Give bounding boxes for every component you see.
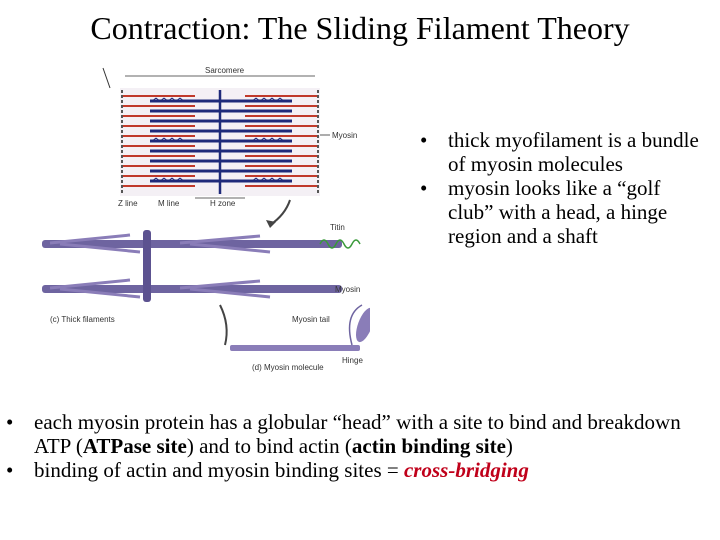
right-bullet-item: • myosin looks like a “golf club” with a… bbox=[420, 176, 710, 248]
z-line-label: Z line bbox=[118, 199, 138, 208]
bottom-bullet-text: binding of actin and myosin binding site… bbox=[34, 458, 404, 482]
right-bullet-item: • thick myofilament is a bundle of myosi… bbox=[420, 128, 710, 176]
myosin-tail-label: Myosin tail bbox=[292, 315, 330, 324]
bottom-bullet-text: ) and to bind actin ( bbox=[186, 434, 352, 458]
bottom-bullet-text: each myosin protein has a globular “head… bbox=[34, 410, 681, 458]
h-zone-label: H zone bbox=[210, 199, 236, 208]
slide-title: Contraction: The Sliding Filament Theory bbox=[90, 10, 630, 46]
myosin-molecule-caption: (d) Myosin molecule bbox=[252, 363, 324, 372]
myosin-molecule-diagram: Myosin Myosin tail Hinge (d) Myosin mole… bbox=[219, 285, 370, 372]
right-bullet-text: myosin looks like a “golf club” with a h… bbox=[448, 176, 668, 248]
bullet-glyph: • bbox=[6, 458, 14, 482]
thick-filaments-caption: (c) Thick filaments bbox=[50, 315, 115, 324]
sarcomere-figure: Sarcomere bbox=[42, 66, 370, 372]
bottom-bullet-list: • each myosin protein has a globular “he… bbox=[6, 410, 706, 482]
bullet-glyph: • bbox=[420, 128, 428, 152]
bottom-bullet-item: • binding of actin and myosin binding si… bbox=[6, 458, 706, 482]
atpase-site-term: ATPase site bbox=[82, 434, 187, 458]
bullet-glyph: • bbox=[6, 410, 14, 434]
bottom-bullet-text: ) bbox=[505, 434, 513, 458]
myosin-top-label: Myosin bbox=[332, 131, 357, 140]
titin-label: Titin bbox=[330, 223, 345, 232]
bottom-bullet-item: • each myosin protein has a globular “he… bbox=[6, 410, 706, 458]
cross-bridging-term: cross-bridging bbox=[403, 458, 529, 482]
sarcomere-diagram: Sarcomere bbox=[102, 66, 357, 228]
bullet-glyph: • bbox=[420, 176, 428, 200]
thick-filaments-diagram: Titin (c) Thick filaments bbox=[42, 223, 361, 324]
m-line-label: M line bbox=[158, 199, 180, 208]
right-bullet-list: • thick myofilament is a bundle of myosi… bbox=[420, 128, 710, 248]
actin-binding-site-term: actin binding site bbox=[351, 434, 506, 458]
right-bullet-text: thick myofilament is a bundle of myosin … bbox=[448, 128, 699, 176]
sarcomere-label: Sarcomere bbox=[205, 66, 245, 75]
myosin-molecule-label: Myosin bbox=[335, 285, 360, 294]
hinge-label: Hinge bbox=[342, 356, 363, 365]
